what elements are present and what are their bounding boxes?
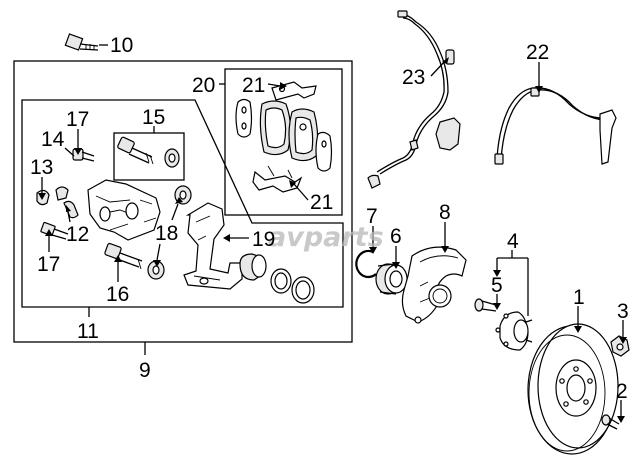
callout-17-top: 17	[66, 108, 89, 131]
brake-pads-part-21	[235, 98, 333, 172]
callout-1: 1	[573, 286, 585, 309]
callout-6: 6	[390, 225, 402, 248]
callout-23: 23	[402, 66, 425, 89]
callout-14: 14	[41, 128, 65, 151]
wheel-bearing-part-6	[375, 263, 408, 295]
dust-shield-part-8	[401, 246, 467, 324]
wheel-stud-part-5	[474, 298, 497, 312]
caliper-subassembly-frame	[21, 99, 344, 308]
callout-20: 20	[192, 74, 215, 97]
pad-kit-frame	[224, 68, 343, 216]
callout-11: 11	[77, 320, 99, 343]
rotor-screw-part-2	[601, 414, 620, 430]
piston-and-seals	[239, 253, 315, 304]
brake-rotor-part-1	[527, 323, 619, 455]
callout-21-top: 21	[242, 74, 265, 97]
callout-10: 10	[110, 34, 133, 57]
guide-pin-kit-part-15	[117, 136, 180, 168]
callout-9: 9	[139, 359, 151, 382]
callout-19: 19	[252, 228, 275, 251]
guide-pin-part-16	[104, 242, 143, 270]
callout-17-bottom: 17	[37, 253, 60, 276]
snap-ring-part-7	[355, 249, 377, 279]
guide-bolt-part-17-lower	[40, 221, 69, 240]
callout-18: 18	[155, 222, 178, 245]
axle-nut-part-3	[610, 335, 630, 357]
guide-pin-kit-frame	[113, 132, 185, 181]
callout-labels: 1 2 3 4 5 6 7 8 9 10 11 12 13 14 15 16 1…	[30, 34, 629, 403]
abs-sensor-part-23	[367, 10, 461, 189]
callout-8: 8	[439, 201, 451, 224]
watermark: avparts	[268, 222, 384, 253]
leader-lines	[41, 59, 624, 416]
cap-part-12	[55, 186, 79, 219]
callout-4: 4	[507, 230, 519, 253]
callout-15: 15	[142, 106, 165, 129]
callout-5: 5	[491, 274, 503, 297]
arrowheads	[38, 57, 627, 423]
callout-13: 13	[30, 156, 53, 179]
bolt-part-10	[64, 33, 99, 51]
caliper-body	[87, 179, 161, 241]
callout-7: 7	[366, 205, 378, 228]
callout-3: 3	[617, 300, 629, 323]
callout-22: 22	[526, 41, 549, 64]
callout-12: 12	[66, 223, 89, 246]
brake-hose-part-22	[494, 87, 617, 165]
wheel-hub-part-4	[495, 311, 533, 351]
callout-16: 16	[106, 283, 129, 306]
caliper-bracket-part-19	[183, 202, 243, 290]
callout-2: 2	[616, 380, 628, 403]
caliper-assembly-frame	[13, 60, 353, 343]
callout-21-bottom: 21	[310, 191, 333, 214]
